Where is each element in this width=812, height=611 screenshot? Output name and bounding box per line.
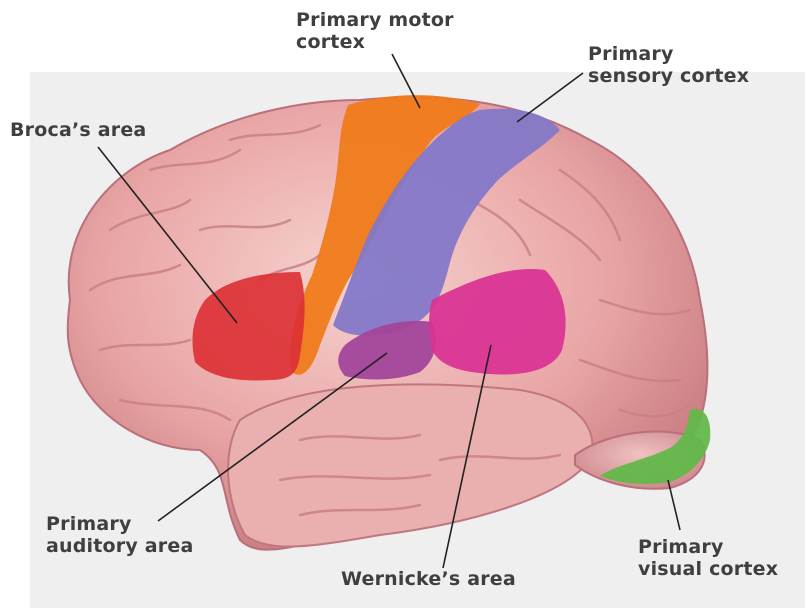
leader-line-sensory xyxy=(517,73,583,122)
label-primary-auditory-area: Primary auditory area xyxy=(46,513,193,557)
label-primary-sensory-cortex: Primary sensory cortex xyxy=(588,43,749,87)
temporal-lobe xyxy=(228,384,592,546)
label-primary-motor-cortex: Primary motor cortex xyxy=(296,9,454,53)
label-wernickes-area: Wernicke’s area xyxy=(341,568,516,590)
label-primary-visual-cortex: Primary visual cortex xyxy=(638,536,778,580)
label-brocas-area: Broca’s area xyxy=(10,119,146,141)
